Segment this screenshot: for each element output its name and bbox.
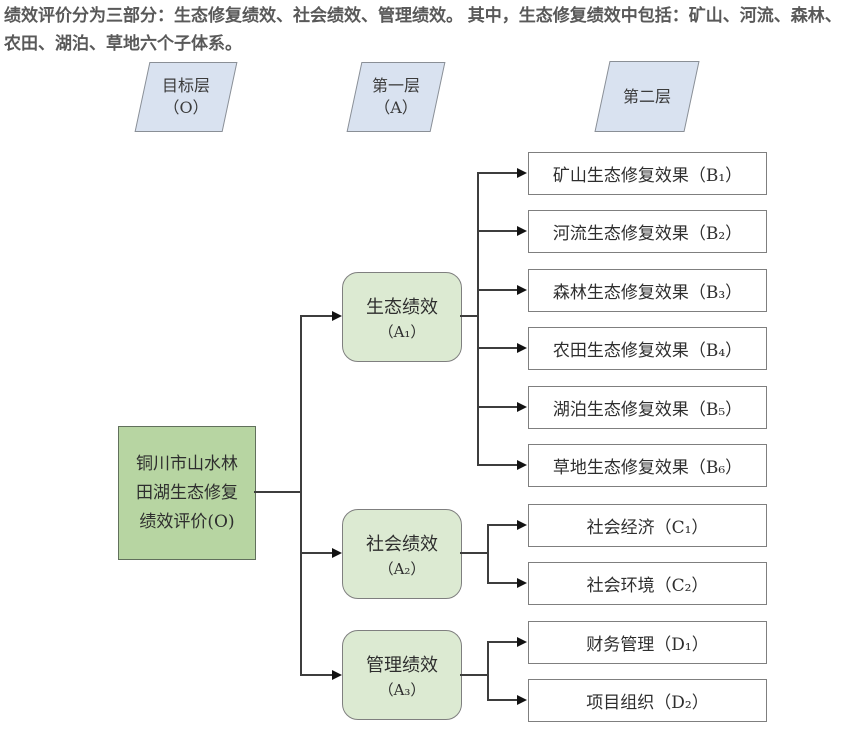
legend-title: 第一层 [371, 76, 420, 95]
connector-line [487, 641, 518, 643]
connector-line [300, 315, 302, 675]
connector-line [300, 674, 333, 676]
leaf-box-d1: 财务管理（D₁） [528, 621, 767, 664]
root-goal-box: 铜川市山水林 田湖生态修复 绩效评价(O) [118, 426, 256, 560]
level1-box-management: 管理绩效 （A₃） [342, 630, 462, 720]
legend-second-layer-label: 第二层 [602, 61, 692, 132]
connector-line [487, 699, 518, 701]
connector-line [477, 172, 518, 174]
level1-code: （A₃） [378, 680, 426, 699]
leaf-box-c1: 社会经济（C₁） [528, 504, 767, 547]
leaf-box-b2: 河流生态修复效果（B₂） [528, 210, 767, 253]
legend-first-layer: 第一层 （A） [346, 62, 446, 132]
legend-goal-layer-label: 目标层 （O） [142, 62, 230, 132]
legend-second-layer: 第二层 [594, 61, 700, 132]
connector-line [254, 491, 300, 493]
legend-first-layer-label: 第一层 （A） [354, 62, 438, 132]
arrowhead-icon [332, 670, 342, 680]
level1-code: （A₂） [378, 559, 426, 578]
connector-line [300, 552, 333, 554]
leaf-box-b4: 农田生态修复效果（B₄） [528, 327, 767, 370]
level1-label: 社会绩效 [366, 533, 438, 555]
connector-line [487, 524, 518, 526]
connector-line [487, 641, 489, 700]
leaf-box-b3: 森林生态修复效果（B₃） [528, 269, 767, 312]
arrowhead-icon [517, 285, 527, 295]
legend-title: 第二层 [622, 86, 671, 106]
connector-line [300, 315, 333, 317]
arrowhead-icon [332, 548, 342, 558]
arrowhead-icon [517, 578, 527, 588]
leaf-box-d2: 项目组织（D₂） [528, 679, 767, 722]
connector-line [477, 230, 518, 232]
connector-line [477, 289, 518, 291]
connector-line [477, 406, 518, 408]
connector-line [477, 172, 479, 465]
level1-label: 管理绩效 [366, 654, 438, 676]
legend-goal-layer: 目标层 （O） [134, 62, 238, 132]
connector-line [460, 552, 488, 554]
level1-code: （A₁） [378, 322, 426, 341]
leaf-box-b5: 湖泊生态修复效果（B₅） [528, 386, 767, 429]
legend-code: （O） [163, 98, 209, 117]
legend-title: 目标层 [161, 76, 210, 95]
intro-paragraph: 绩效评价分为三部分：生态修复绩效、社会绩效、管理绩效。 其中，生态修复绩效中包括… [4, 6, 842, 53]
arrowhead-icon [517, 226, 527, 236]
arrowhead-icon [517, 520, 527, 530]
arrowhead-icon [517, 402, 527, 412]
connector-line [487, 524, 489, 583]
level1-box-eco: 生态绩效 （A₁） [342, 272, 462, 362]
level1-box-social: 社会绩效 （A₂） [342, 509, 462, 599]
connector-line [487, 582, 518, 584]
arrowhead-icon [332, 311, 342, 321]
root-line: 绩效评价(O) [139, 511, 235, 532]
arrowhead-icon [517, 168, 527, 178]
root-line: 铜川市山水林 [136, 453, 238, 474]
leaf-box-c2: 社会环境（C₂） [528, 562, 767, 605]
connector-line [477, 347, 518, 349]
arrowhead-icon [517, 343, 527, 353]
connector-line [477, 464, 518, 466]
level1-label: 生态绩效 [366, 296, 438, 318]
leaf-box-b6: 草地生态修复效果（B₆） [528, 444, 767, 487]
arrowhead-icon [517, 695, 527, 705]
connector-line [460, 315, 478, 317]
connector-line [460, 674, 488, 676]
arrowhead-icon [517, 637, 527, 647]
root-line: 田湖生态修复 [136, 482, 238, 503]
legend-code: （A） [374, 98, 418, 117]
leaf-box-b1: 矿山生态修复效果（B₁） [528, 152, 767, 195]
arrowhead-icon [517, 460, 527, 470]
